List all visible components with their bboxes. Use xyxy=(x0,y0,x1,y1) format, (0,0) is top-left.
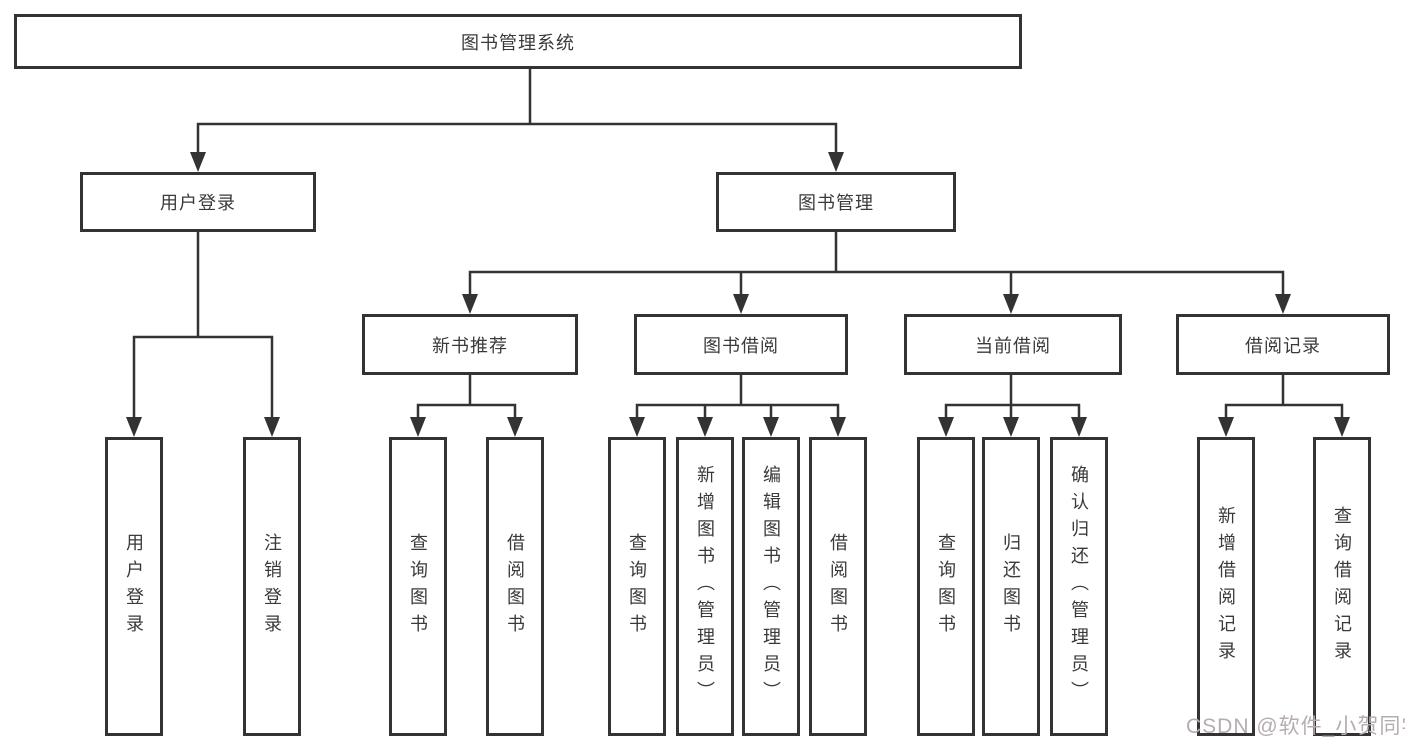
connector-root-to-level2 xyxy=(196,67,838,156)
node-book-management: 图书管理 xyxy=(716,172,956,232)
leaf-confirm-return-admin: 确认归还（管理员） xyxy=(1050,437,1108,736)
arrowhead-icon xyxy=(507,417,523,437)
leaf-return-book: 归还图书 xyxy=(982,437,1040,736)
leaf-query-books-borrow: 查询图书 xyxy=(608,437,666,736)
leaf-query-books-recommend: 查询图书 xyxy=(389,437,447,736)
arrowhead-icon xyxy=(697,417,713,437)
leaf-edit-book-admin: 编辑图书（管理员） xyxy=(742,437,800,736)
connector-book-mgmt-to-level3 xyxy=(468,230,1285,298)
connector-records-to-leaves xyxy=(1224,373,1344,421)
connector-borrow-to-leaves xyxy=(635,373,840,421)
arrowhead-icon xyxy=(938,417,954,437)
leaf-user-login: 用户登录 xyxy=(105,437,163,736)
arrowhead-icon xyxy=(763,417,779,437)
arrowhead-icon xyxy=(1275,294,1291,314)
connector-current-to-leaves xyxy=(944,373,1081,421)
leaf-add-borrowing-record: 新增借阅记录 xyxy=(1197,437,1255,736)
arrowhead-icon xyxy=(264,417,280,437)
arrowhead-icon xyxy=(462,294,478,314)
connector-recommend-to-leaves xyxy=(416,373,517,421)
arrowhead-icon xyxy=(828,152,844,172)
leaf-borrow-books-recommend: 借阅图书 xyxy=(486,437,544,736)
leaf-add-book-admin: 新增图书（管理员） xyxy=(676,437,734,736)
node-borrowing-records: 借阅记录 xyxy=(1176,314,1390,375)
arrowhead-icon xyxy=(126,417,142,437)
arrowhead-icon xyxy=(1334,417,1350,437)
csdn-watermark: CSDN @软件_小贺同学 xyxy=(1186,715,1405,738)
node-current-borrowing: 当前借阅 xyxy=(904,314,1122,375)
arrowhead-icon xyxy=(410,417,426,437)
arrowhead-icon xyxy=(1003,294,1019,314)
arrowheads xyxy=(126,152,1350,437)
leaf-query-books-current: 查询图书 xyxy=(917,437,975,736)
arrowhead-icon xyxy=(1071,417,1087,437)
node-user-login: 用户登录 xyxy=(80,172,316,232)
arrowhead-icon xyxy=(629,417,645,437)
node-book-borrowing: 图书借阅 xyxy=(634,314,848,375)
leaf-query-borrowing-record: 查询借阅记录 xyxy=(1313,437,1371,736)
arrowhead-icon xyxy=(1003,417,1019,437)
node-new-book-recommendation: 新书推荐 xyxy=(362,314,578,375)
arrowhead-icon xyxy=(190,152,206,172)
connector-user-login-to-leaves xyxy=(132,230,274,421)
leaf-borrow-books: 借阅图书 xyxy=(809,437,867,736)
arrowhead-icon xyxy=(830,417,846,437)
node-library-management-system: 图书管理系统 xyxy=(14,14,1022,69)
arrowhead-icon xyxy=(1218,417,1234,437)
leaf-logout: 注销登录 xyxy=(243,437,301,736)
arrowhead-icon xyxy=(733,294,749,314)
